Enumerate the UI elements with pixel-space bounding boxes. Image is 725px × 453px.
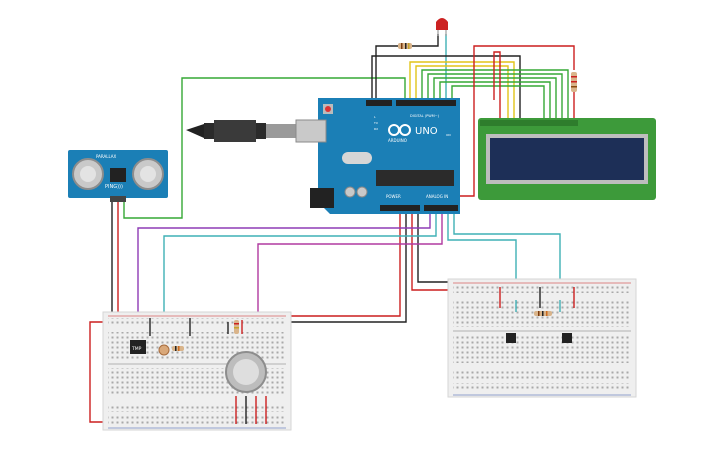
resistor-top[interactable]	[398, 43, 412, 49]
wire-analog-teal-left[interactable]	[163, 214, 437, 318]
arduino-uno-board[interactable]: UNO ARDUINO DIGITAL (PWM~) POWER ANALOG …	[186, 98, 460, 214]
arduino-l-label: L	[374, 115, 376, 119]
gas-sensor[interactable]	[225, 351, 267, 393]
wire-lcd-red-2[interactable]	[493, 51, 501, 120]
lcd-screen	[490, 138, 644, 180]
arduino-on-label: ON	[446, 133, 451, 137]
led-red[interactable]	[436, 18, 448, 36]
tmp-sensor[interactable]: TMP	[130, 340, 146, 354]
pushbutton-2[interactable]	[562, 333, 572, 343]
wire-lcd-green-2[interactable]	[427, 73, 563, 120]
arduino-power-label: POWER	[386, 194, 401, 199]
wire-lcd-green-1[interactable]	[421, 69, 569, 120]
left-breadboard-small-wires	[149, 318, 267, 424]
resistor-left-2[interactable]	[234, 320, 239, 334]
wire-power-black-right[interactable]	[417, 214, 458, 283]
arduino-digital-label: DIGITAL (PWM~)	[410, 114, 440, 118]
wire-analog-magenta[interactable]	[257, 214, 443, 318]
wire-analog-teal-right-2[interactable]	[453, 214, 561, 300]
wire-lcd-green-3[interactable]	[433, 77, 557, 120]
resistor-left-1[interactable]	[172, 346, 184, 351]
wire-ultrasonic-signal[interactable]	[123, 77, 406, 219]
arduino-model-label: UNO	[415, 126, 438, 137]
photoresistor[interactable]	[158, 344, 170, 356]
wire-lcd-yellow-2[interactable]	[415, 65, 509, 120]
wire-left-rail-loop[interactable]	[89, 321, 108, 423]
ultrasonic-sensor[interactable]: PARALLAX PING)))	[68, 150, 168, 202]
wire-lcd-red-top[interactable]	[473, 45, 575, 120]
resistor-lcd[interactable]	[571, 72, 577, 92]
wire-lcd-green-5[interactable]	[451, 85, 545, 120]
wire-power-black-left[interactable]	[290, 214, 407, 323]
wire-analog-teal-right-1[interactable]	[447, 214, 517, 300]
wire-analog-purple[interactable]	[137, 214, 431, 318]
wire-power-red-right[interactable]	[411, 214, 458, 291]
wire-power-red-left[interactable]	[290, 214, 401, 317]
wire-led-ground[interactable]	[375, 45, 398, 100]
right-breadboard-small-wires	[499, 287, 575, 312]
wire-lcd-black[interactable]	[371, 55, 521, 120]
ultrasonic-name-label: PING)))	[105, 184, 123, 190]
ultrasonic-brand-label: PARALLAX	[96, 154, 117, 159]
usb-cable-tip-icon	[186, 124, 204, 138]
arduino-brand-label: ARDUINO	[388, 138, 407, 143]
breadboard-right[interactable]	[447, 278, 637, 398]
arduino-tx-label: TX	[373, 121, 378, 125]
wire-lcd-green-4[interactable]	[439, 81, 551, 120]
wire-led-anode[interactable]	[412, 34, 439, 47]
wires	[89, 34, 575, 423]
arduino-rx-label: RX	[374, 127, 378, 131]
wire-lcd-yellow-1[interactable]	[409, 61, 515, 120]
pushbutton-1[interactable]	[506, 333, 516, 343]
arduino-analog-label: ANALOG IN	[426, 194, 448, 199]
lcd-display[interactable]	[478, 118, 656, 200]
tmp-sensor-label: TMP	[131, 346, 142, 352]
wire-arduino-red-right[interactable]	[458, 120, 475, 197]
resistor-right[interactable]	[534, 311, 552, 316]
